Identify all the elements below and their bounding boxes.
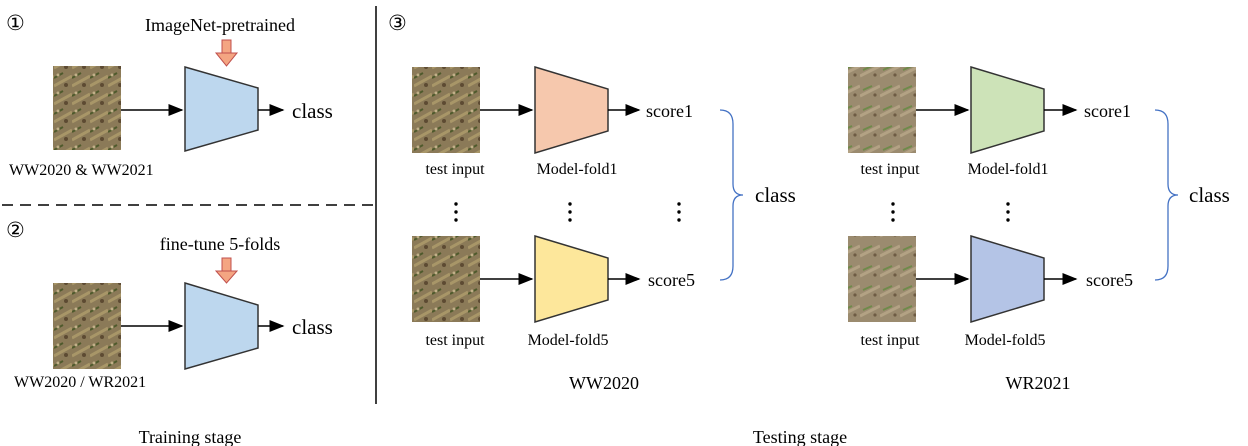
model-fold1	[534, 65, 609, 155]
test-image-fold1	[412, 67, 480, 153]
down-arrow-icon	[214, 257, 239, 284]
step2-output: class	[292, 315, 333, 339]
test-input-label: test input	[860, 161, 920, 178]
model-fold1	[970, 65, 1045, 155]
model-fold5	[534, 234, 609, 324]
down-arrow-icon	[214, 39, 239, 67]
wr2021-block: score1 test input Model-fold1 score5 tes…	[848, 65, 1230, 393]
test-input-label: test input	[860, 332, 920, 349]
test-input-label: test input	[425, 161, 485, 178]
step2-input-label: WW2020 / WR2021	[14, 374, 146, 391]
score-label: score1	[646, 101, 693, 121]
model-label: Model-fold5	[528, 332, 609, 349]
score-label: score5	[648, 270, 695, 290]
ww2020-title: WW2020	[569, 373, 639, 393]
step2-annotation: fine-tune 5-folds	[160, 234, 280, 254]
model-label: Model-fold5	[965, 332, 1046, 349]
training-image-2	[53, 283, 121, 369]
test-image-fold5	[412, 236, 480, 322]
vertical-ellipsis-icon	[891, 202, 1010, 222]
ww2020-block: score1 test input Model-fold1 score5 tes…	[412, 65, 796, 393]
pretrained-model	[184, 66, 259, 152]
step1-annotation: ImageNet-pretrained	[145, 15, 295, 35]
step1-output: class	[292, 99, 333, 123]
right-brace-icon	[1154, 109, 1179, 281]
finetune-model	[184, 281, 259, 370]
testing-stage-label: Testing stage	[753, 427, 847, 446]
step1-input-label: WW2020 & WW2021	[9, 162, 154, 179]
wr2021-title: WR2021	[1006, 373, 1071, 393]
model-label: Model-fold1	[537, 161, 618, 178]
test-image-fold5	[848, 236, 916, 322]
vertical-ellipsis-icon	[454, 202, 681, 222]
step3-number: ③	[388, 11, 407, 35]
test-input-label: test input	[425, 332, 485, 349]
training-image-1	[53, 66, 121, 150]
model-label: Model-fold1	[968, 161, 1049, 178]
model-fold5	[970, 234, 1045, 324]
right-brace-icon	[719, 109, 744, 281]
test-image-fold1	[848, 67, 916, 153]
score-label: score5	[1086, 270, 1133, 290]
wr2021-output: class	[1189, 183, 1230, 207]
training-stage-label: Training stage	[139, 427, 242, 446]
score-label: score1	[1084, 101, 1131, 121]
step2-number: ②	[6, 218, 25, 242]
ww2020-output: class	[755, 183, 796, 207]
step1-number: ①	[6, 11, 25, 35]
